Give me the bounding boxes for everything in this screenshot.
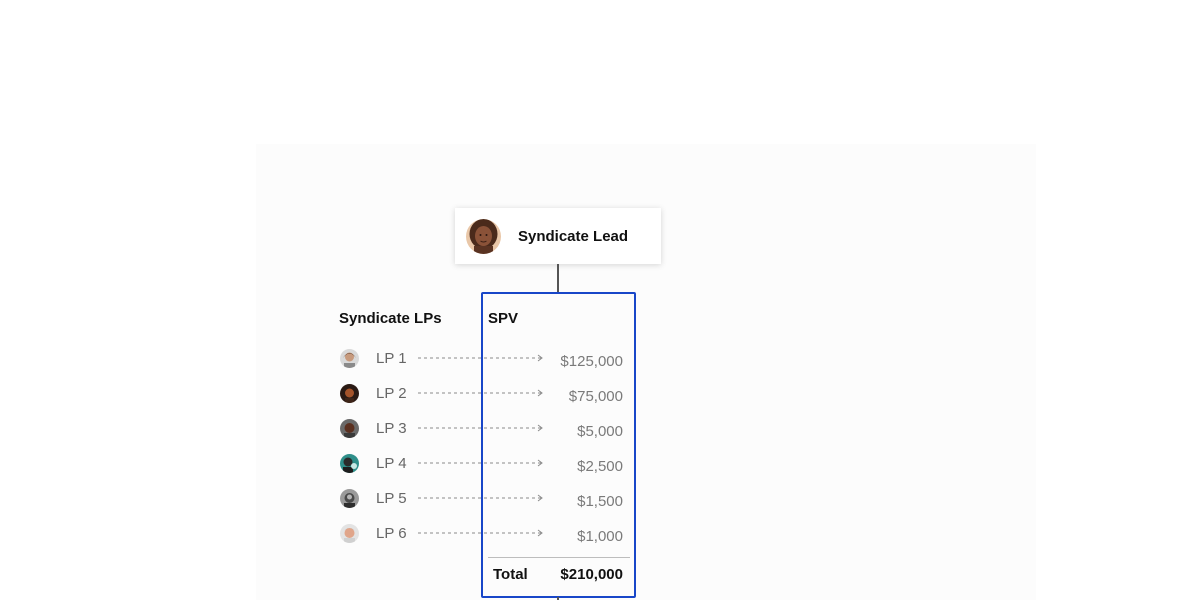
lead-avatar-icon	[466, 218, 501, 254]
lp-label: LP 3	[376, 420, 407, 437]
lp-label: LP 4	[376, 455, 407, 472]
lp-avatar-icon	[340, 349, 359, 368]
spv-title: SPV	[488, 310, 519, 327]
lp-avatar-icon	[340, 524, 359, 543]
lp-label: LP 2	[376, 385, 407, 402]
dashed-arrow-right-icon	[418, 354, 543, 362]
lp-label: LP 6	[376, 525, 407, 542]
dashed-arrow-right-icon	[418, 389, 543, 397]
lp-label: LP 5	[376, 490, 407, 507]
lead-to-spv-connector	[557, 264, 559, 293]
lp-amount: $2,500	[577, 458, 623, 475]
lp-amount: $1,000	[577, 528, 623, 545]
total-label: Total	[493, 566, 528, 583]
spv-box[interactable]	[481, 292, 636, 598]
total-divider	[488, 557, 630, 558]
lp-label: LP 1	[376, 350, 407, 367]
lp-row[interactable]: LP 6 $1,000	[340, 524, 624, 545]
lp-row[interactable]: LP 4 $2,500	[340, 454, 624, 475]
syndicate-lps-title: Syndicate LPs	[339, 310, 442, 327]
total-value: $210,000	[560, 566, 623, 583]
lp-row[interactable]: LP 5 $1,500	[340, 489, 624, 510]
dashed-arrow-right-icon	[418, 424, 543, 432]
syndicate-lead-card[interactable]: Syndicate Lead	[455, 208, 661, 264]
lp-row[interactable]: LP 3 $5,000	[340, 419, 624, 440]
lp-row[interactable]: LP 1 $125,000	[340, 349, 624, 370]
lp-amount: $5,000	[577, 423, 623, 440]
dashed-arrow-right-icon	[418, 529, 543, 537]
lp-amount: $1,500	[577, 493, 623, 510]
lp-avatar-icon	[340, 419, 359, 438]
dashed-arrow-right-icon	[418, 459, 543, 467]
dashed-arrow-right-icon	[418, 494, 543, 502]
syndicate-lead-label: Syndicate Lead	[518, 227, 629, 245]
lp-avatar-icon	[340, 489, 359, 508]
lp-amount: $75,000	[568, 388, 623, 405]
lp-row[interactable]: LP 2 $75,000	[340, 384, 624, 405]
spv-bottom-connector	[557, 597, 559, 600]
lp-avatar-icon	[340, 384, 359, 403]
lp-amount: $125,000	[560, 353, 623, 370]
lp-avatar-icon	[340, 454, 359, 473]
